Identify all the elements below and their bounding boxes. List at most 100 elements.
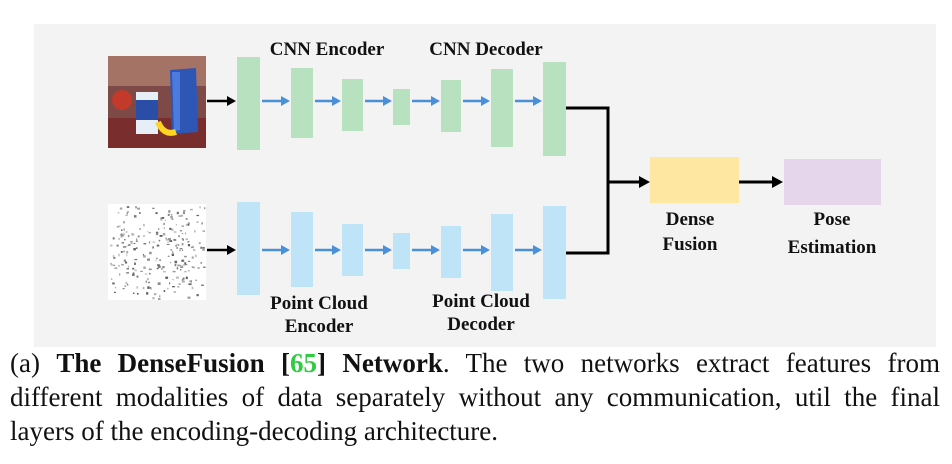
point-dot [111, 278, 113, 280]
point-dot [189, 280, 192, 283]
point-dot [183, 210, 186, 212]
point-dot [171, 228, 174, 231]
point-dot [183, 211, 185, 215]
figure-caption: (a) The DenseFusion [65] Network. The tw… [10, 346, 940, 448]
dense-label-line1: Dense [666, 209, 715, 230]
connector-arrowhead [533, 96, 542, 106]
point-dot [148, 241, 151, 244]
point-dot [170, 215, 173, 219]
point-dot [134, 258, 138, 261]
point-dot [142, 254, 145, 257]
point-dot [187, 244, 191, 247]
point-dot [182, 277, 185, 280]
point-dot [136, 286, 138, 289]
point-dot [121, 241, 125, 244]
point-dot [200, 262, 203, 264]
point-dot [177, 264, 180, 267]
point-dot [159, 259, 161, 261]
point-dot [166, 243, 170, 245]
point-dot [123, 250, 125, 253]
point-dot [185, 238, 188, 240]
pc-block [441, 226, 461, 278]
point-dot [133, 215, 137, 218]
point-dot [133, 243, 136, 244]
point-dot [137, 207, 141, 210]
point-dot [185, 224, 188, 226]
point-dot [110, 264, 114, 266]
point-dot [176, 243, 178, 245]
point-dot [127, 211, 129, 213]
point-dot [196, 214, 199, 217]
point-dot [169, 282, 171, 285]
point-dot [124, 239, 126, 241]
point-dot [159, 295, 161, 297]
point-dot [172, 270, 174, 273]
pc-block [543, 206, 566, 299]
point-dot [188, 222, 190, 225]
point-dot [142, 235, 146, 237]
point-dot [196, 221, 199, 223]
point-dot [148, 232, 151, 234]
point-dot [125, 214, 128, 217]
point-dot [131, 274, 135, 276]
point-dot [156, 257, 158, 260]
point-dot [118, 253, 120, 257]
point-dot [165, 238, 169, 241]
point-dot [146, 292, 149, 295]
point-dot [112, 255, 115, 257]
point-dot [186, 223, 190, 226]
citation-link[interactable]: 65 [290, 348, 318, 378]
point-dot [182, 280, 185, 283]
point-dot [188, 283, 192, 286]
point-dot [202, 230, 206, 232]
point-dot [168, 238, 171, 241]
point-dot [185, 218, 188, 220]
point-dot [160, 219, 163, 221]
point-dot [178, 283, 181, 285]
point-dot [162, 266, 165, 269]
point-dot [169, 227, 172, 230]
point-dot [189, 208, 193, 211]
point-dot [144, 273, 148, 275]
point-dot [181, 279, 183, 282]
point-dot [112, 237, 115, 240]
point-dot [152, 246, 154, 249]
point-dot [120, 236, 123, 238]
cnn-encoder-label: CNN Encoder [270, 39, 385, 60]
point-dot [191, 256, 194, 259]
pc-decoder-label-line1: Point Cloud [432, 291, 530, 312]
point-dot [113, 264, 115, 266]
point-dot [125, 281, 128, 285]
rgb-block [543, 62, 566, 156]
pc-block [291, 212, 313, 287]
pose-estimation-block [784, 159, 881, 205]
point-dot [190, 280, 192, 283]
point-dot [143, 255, 146, 258]
point-dot [134, 263, 136, 265]
point-dot [162, 233, 166, 236]
point-dot [121, 234, 125, 237]
point-dot [179, 248, 183, 250]
point-dot [131, 233, 135, 236]
point-dot [184, 262, 187, 265]
point-dot [135, 240, 138, 242]
connector-arrowhead [431, 96, 440, 106]
point-cloud-icon [108, 204, 206, 300]
point-dot [139, 212, 141, 214]
point-dot [123, 221, 125, 224]
point-dot [175, 224, 177, 226]
point-dot [114, 291, 116, 293]
point-dot [163, 270, 166, 273]
point-dot [122, 233, 125, 236]
pc-block [342, 224, 363, 276]
point-dot [149, 272, 151, 275]
point-dot [126, 272, 129, 274]
point-dot [181, 225, 184, 227]
point-dot [171, 218, 174, 220]
point-dot [176, 267, 179, 270]
rgb-photo-icon [108, 56, 206, 148]
cnn-decoder-label: CNN Decoder [429, 39, 543, 60]
caption-title-end: ] Network [317, 348, 443, 378]
point-dot [125, 261, 128, 264]
point-dot [136, 238, 138, 241]
